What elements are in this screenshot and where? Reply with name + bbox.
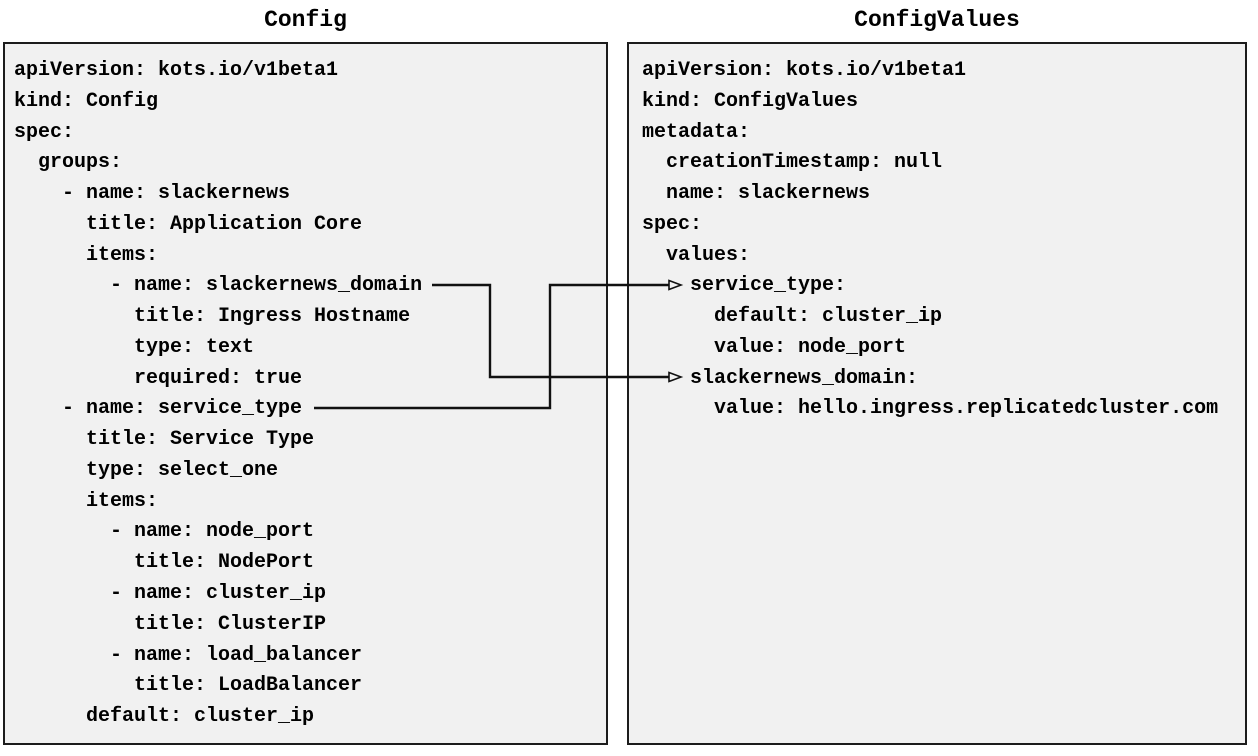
configvalues-panel-title: ConfigValues <box>854 7 1020 33</box>
configvalues-yaml-code: apiVersion: kots.io/v1beta1 kind: Config… <box>642 59 1219 421</box>
configvalues-panel: apiVersion: kots.io/v1beta1 kind: Config… <box>627 42 1247 745</box>
config-panel: apiVersion: kots.io/v1beta1 kind: Config… <box>3 42 608 745</box>
config-panel-title: Config <box>264 7 347 33</box>
config-yaml-code: apiVersion: kots.io/v1beta1 kind: Config… <box>14 59 423 729</box>
